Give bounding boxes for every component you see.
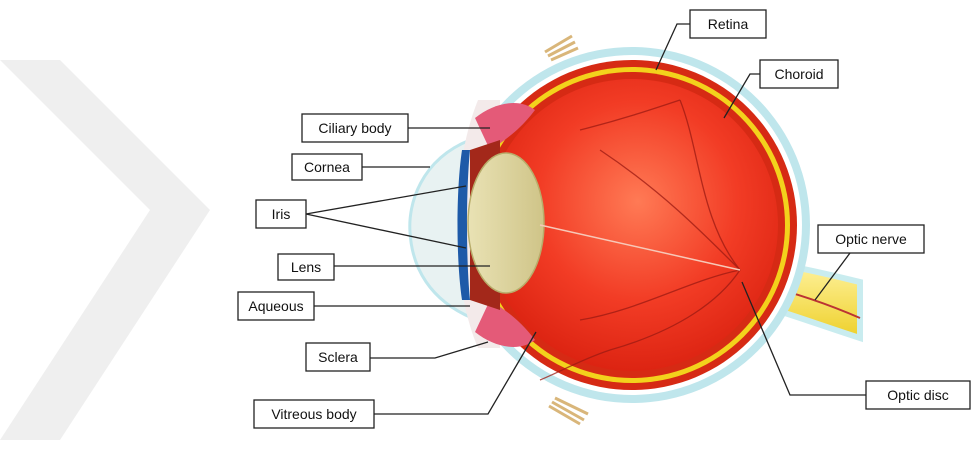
watermark-chevron-lower (0, 210, 210, 440)
label-optic-disc-text: Optic disc (887, 387, 948, 403)
leader-sclera (370, 342, 488, 358)
label-cornea: Cornea (292, 154, 362, 180)
watermark (0, 60, 210, 440)
label-lens: Lens (278, 254, 334, 280)
label-vitreous-body: Vitreous body (254, 400, 374, 428)
label-lens-text: Lens (291, 259, 321, 275)
label-vitreous-body-text: Vitreous body (271, 406, 356, 422)
label-iris-text: Iris (272, 206, 291, 222)
label-optic-nerve-text: Optic nerve (835, 231, 907, 247)
eyelash-bottom (549, 398, 588, 424)
label-aqueous: Aqueous (238, 292, 314, 320)
label-choroid: Choroid (760, 60, 838, 88)
label-sclera-text: Sclera (318, 349, 358, 365)
watermark-chevron-upper (0, 60, 210, 210)
label-aqueous-text: Aqueous (248, 298, 303, 314)
label-ciliary-body-text: Ciliary body (318, 120, 391, 136)
label-retina-text: Retina (708, 16, 749, 32)
eyelash-top (545, 36, 578, 60)
label-optic-disc: Optic disc (866, 381, 970, 409)
lens (468, 153, 544, 293)
label-cornea-text: Cornea (304, 159, 350, 175)
label-ciliary-body: Ciliary body (302, 114, 408, 142)
label-retina: Retina (690, 10, 766, 38)
label-iris: Iris (256, 200, 306, 228)
label-optic-nerve: Optic nerve (818, 225, 924, 253)
label-choroid-text: Choroid (774, 66, 823, 82)
label-sclera: Sclera (306, 343, 370, 371)
